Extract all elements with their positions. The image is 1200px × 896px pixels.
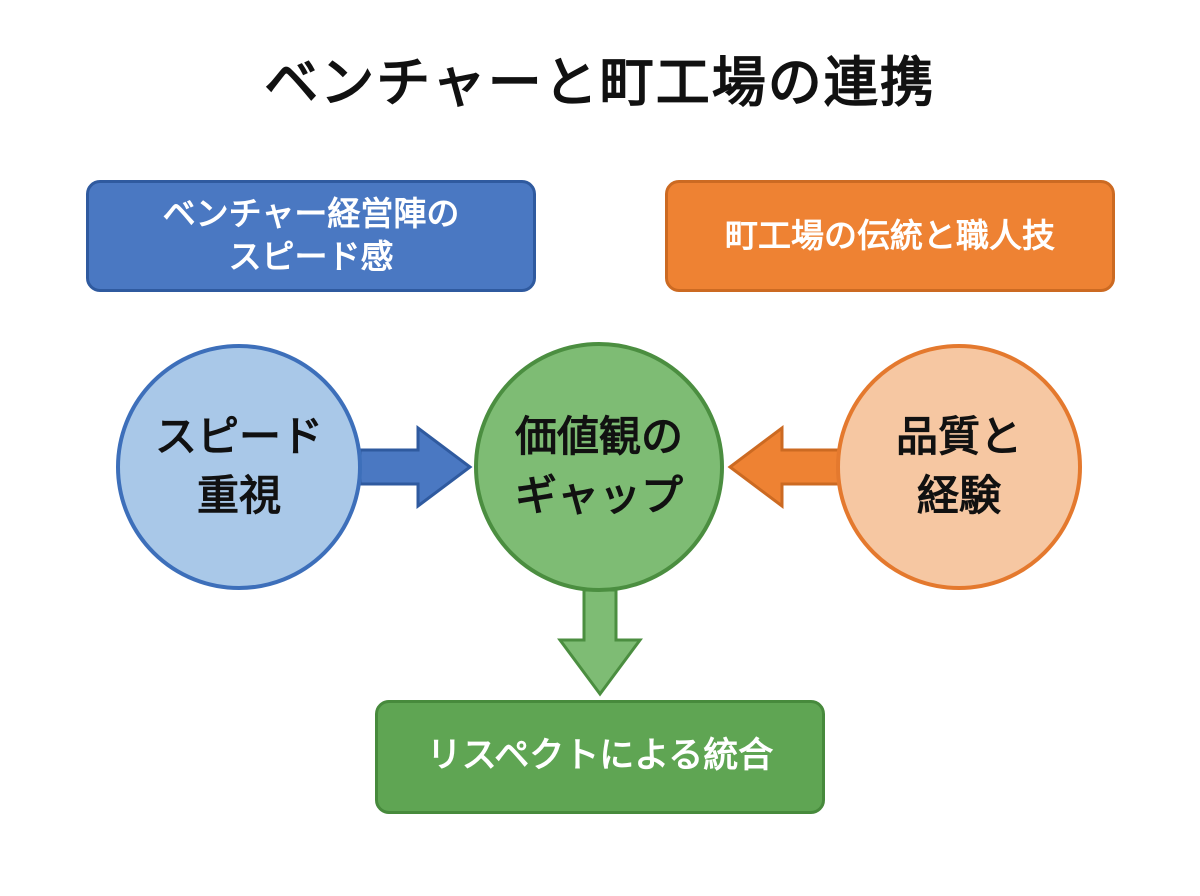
speed-focus-circle: スピード 重視 (116, 344, 362, 590)
quality-circle-line-2: 経験 (916, 471, 1001, 520)
respect-integration-box: リスペクトによる統合 (375, 700, 825, 814)
quality-circle-line-1: 品質と (895, 412, 1022, 462)
speed-circle-line-2: 重視 (196, 471, 281, 520)
factory-box-line-1: 町工場の伝統と職人技 (725, 215, 1055, 255)
venture-box-line-1: ベンチャー経営陣の (162, 194, 460, 234)
arrow-quality-to-gap (727, 425, 842, 509)
venture-box-line-2: スピード感 (228, 237, 394, 276)
gap-circle-line-2: ギャップ (514, 471, 683, 520)
factory-tradition-box: 町工場の伝統と職人技 (665, 180, 1115, 292)
diagram-title: ベンチャーと町工場の連携 (264, 51, 936, 114)
arrow-speed-to-gap (358, 425, 473, 509)
quality-experience-circle: 品質と 経験 (836, 344, 1082, 590)
value-gap-circle: 価値観の ギャップ (474, 342, 724, 592)
venture-speed-box: ベンチャー経営陣の スピード感 (86, 180, 536, 292)
speed-circle-line-1: スピード (154, 412, 323, 462)
gap-circle-line-1: 価値観の (514, 412, 683, 462)
arrow-gap-to-integration (557, 588, 643, 697)
integration-box-line-1: リスペクトによる統合 (426, 736, 774, 777)
